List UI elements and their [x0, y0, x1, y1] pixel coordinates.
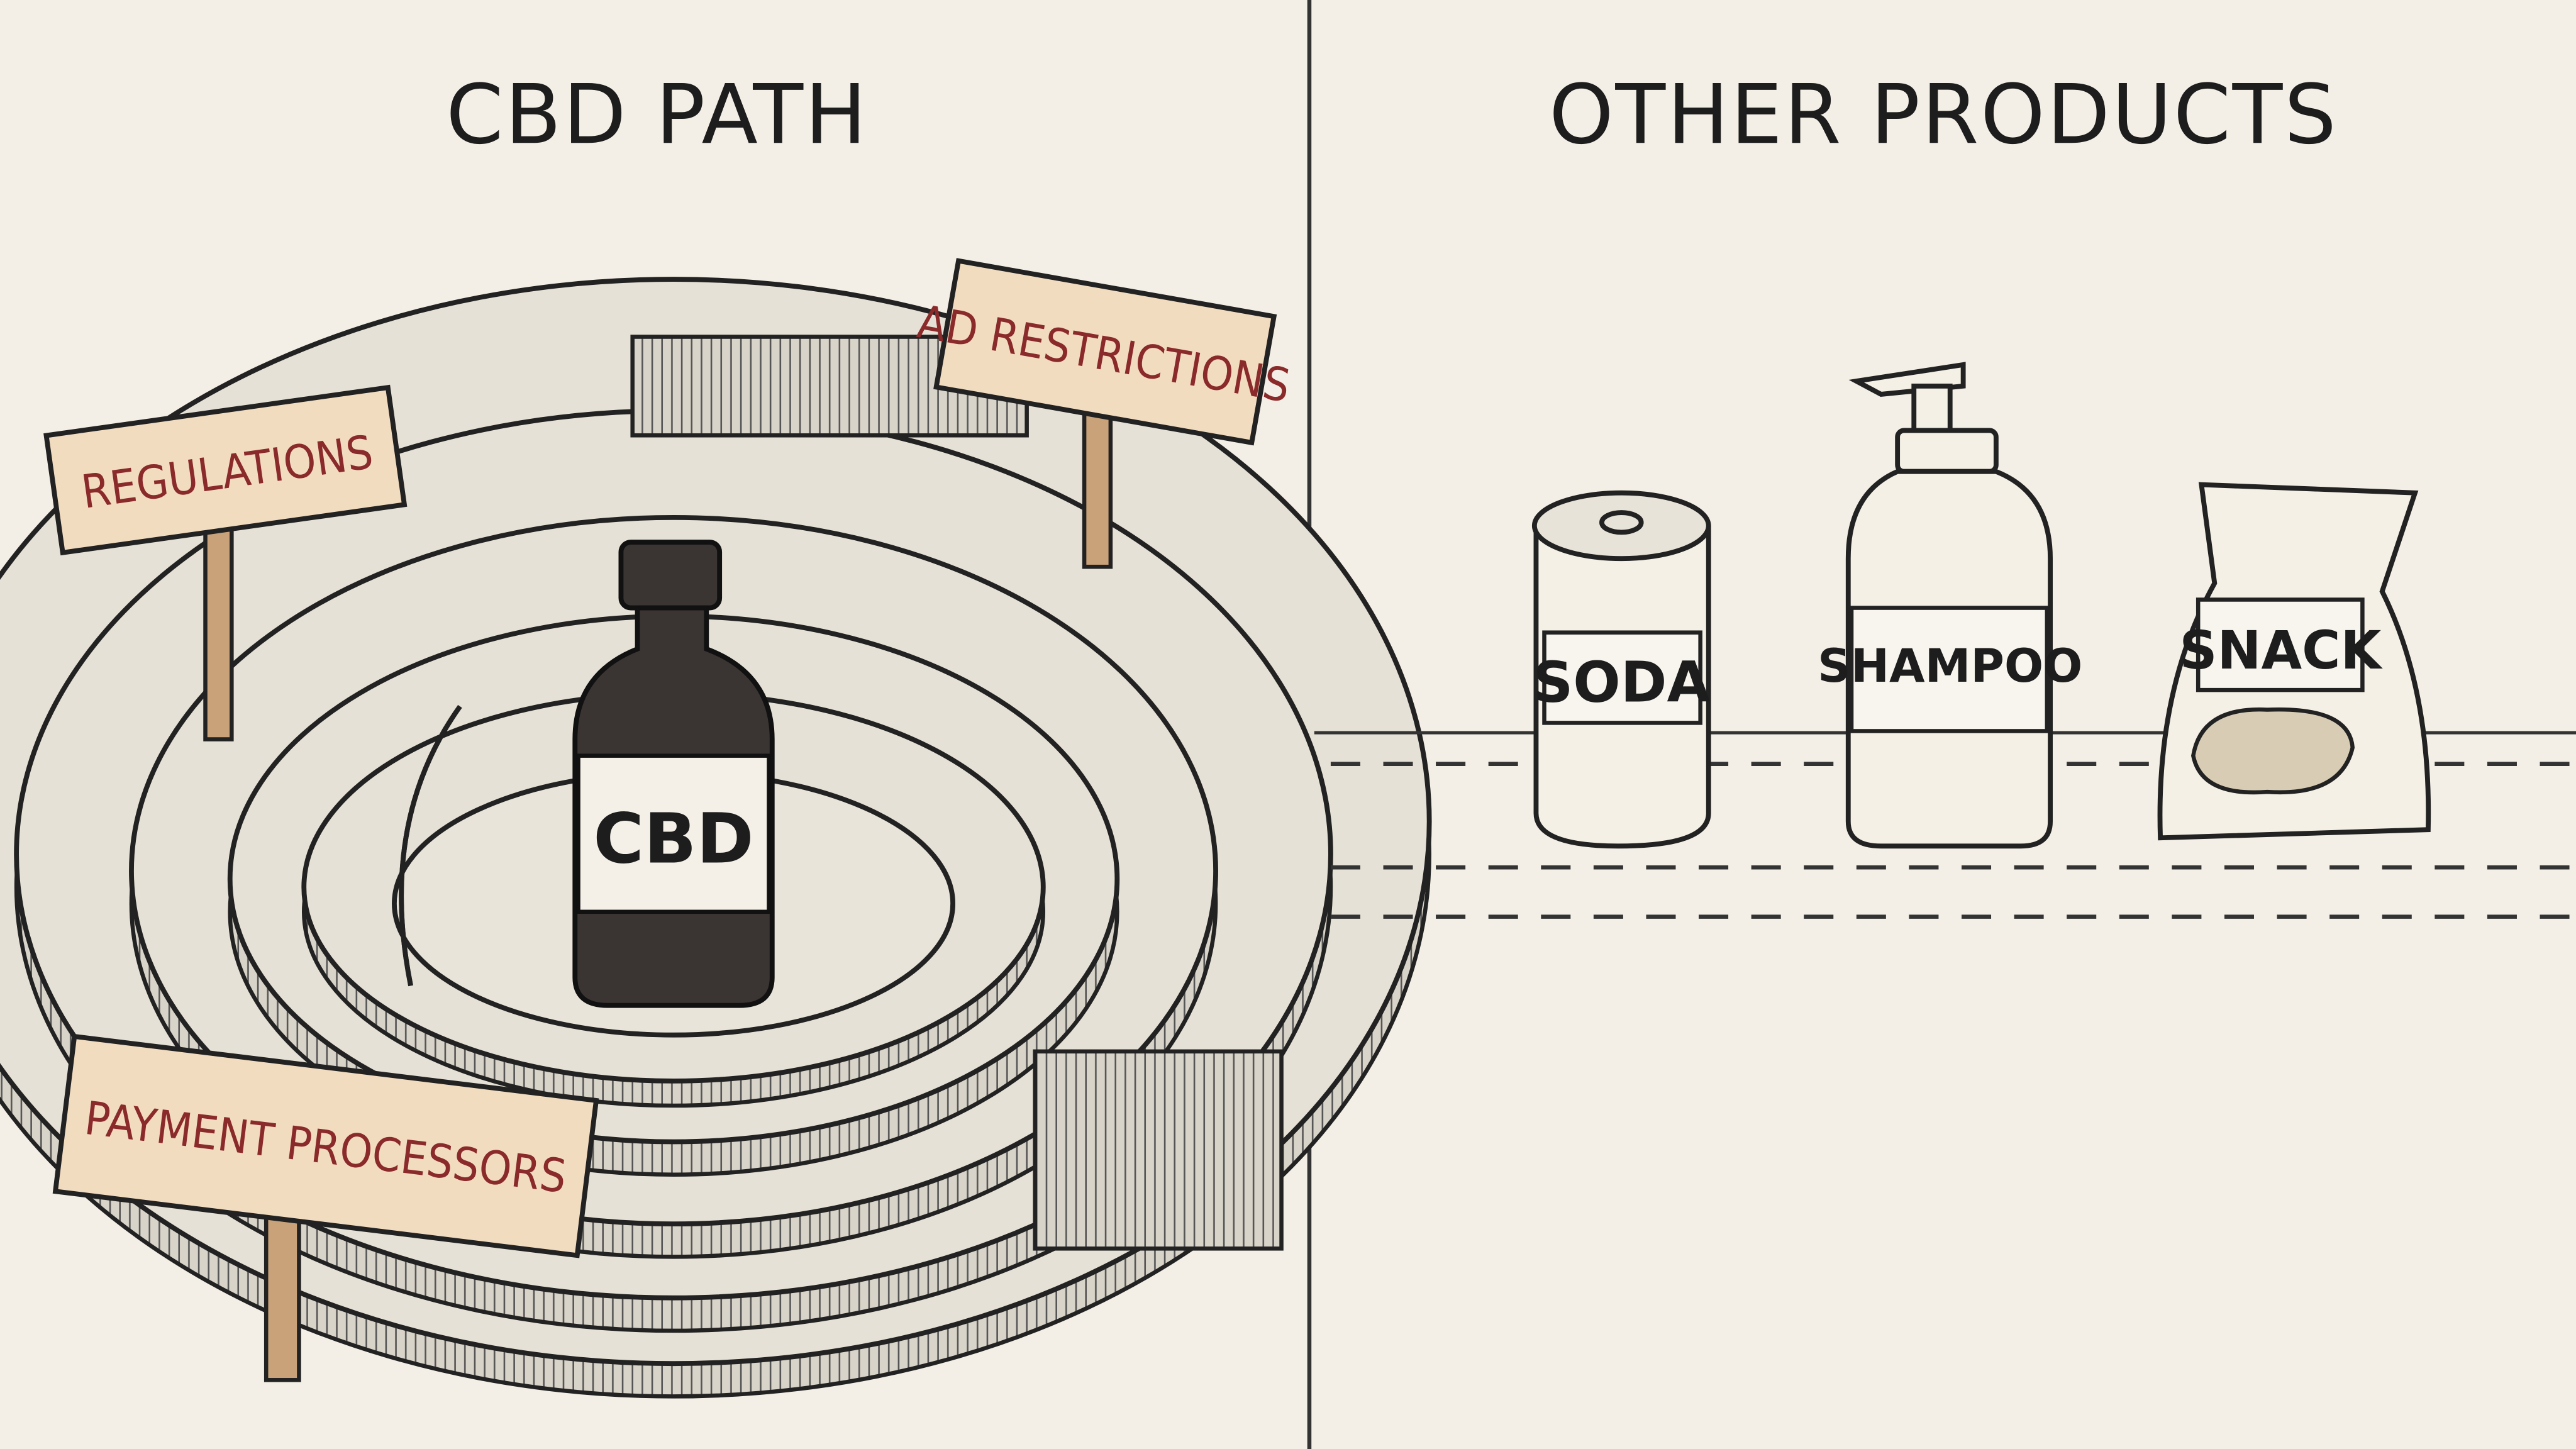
right-panel: OTHER PRODUCTS SODA SHAMPOO SNACK — [1314, 67, 2576, 919]
soda-can: SODA — [1531, 490, 1711, 849]
sign-regulations: REGULATIONS — [43, 384, 408, 741]
left-panel-title: CBD PATH — [446, 67, 868, 162]
product-label: SNACK — [2179, 619, 2383, 681]
right-panel-title: OTHER PRODUCTS — [1549, 67, 2338, 162]
product-label: SODA — [1533, 650, 1710, 714]
product-label: SHAMPOO — [1818, 640, 2082, 693]
left-panel: CBD PATH CBD — [0, 67, 1432, 1399]
sign-ad-restrictions: AD RESTRICTIONS — [914, 258, 1294, 569]
sign-payment-processors: PAYMENT PROCESSORS — [52, 1033, 599, 1382]
cbd-bottle: CBD — [572, 540, 775, 1008]
shampoo-bottle: SHAMPOO — [1818, 362, 2082, 849]
bottle-label: CBD — [593, 798, 753, 879]
snack-bag: SNACK — [2157, 482, 2431, 841]
